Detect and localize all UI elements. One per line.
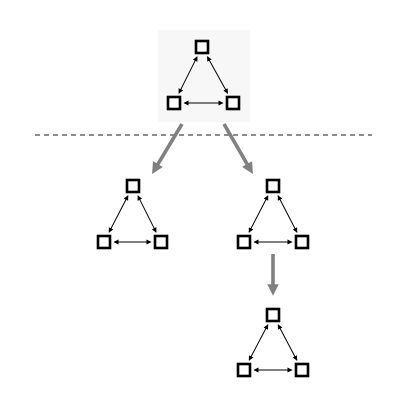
right-edge-apex-right-double-arrow: [277, 195, 298, 233]
right-node-left-square-node-icon: [236, 234, 252, 250]
top-node-apex-square-node-icon: [194, 39, 210, 55]
top-node-left-square-node-icon: [166, 95, 182, 111]
bottom-edge-apex-left-double-arrow: [248, 324, 269, 361]
bottom-node-right-square-node-icon: [294, 362, 310, 378]
bottom-edge-apex-right-double-arrow: [277, 324, 298, 361]
triangle-group-left: [96, 178, 169, 250]
left-node-apex-square-node-icon: [125, 178, 141, 194]
flow-arrow-top-to-left: [152, 123, 184, 174]
bottom-node-apex-square-node-icon: [265, 307, 281, 323]
triangle-groups-layer: [96, 39, 310, 378]
top-node-right-square-node-icon: [225, 95, 241, 111]
triangle-group-bottom: [236, 307, 310, 378]
top-edge-apex-right-double-arrow: [206, 56, 229, 94]
left-node-left-square-node-icon: [96, 234, 112, 250]
flow-arrow-top-to-right: [222, 123, 253, 174]
left-edge-apex-left-double-arrow: [108, 195, 129, 233]
left-edge-apex-right-double-arrow: [137, 195, 157, 233]
flow-arrows-layer: [152, 123, 279, 296]
right-edge-apex-left-double-arrow: [248, 195, 269, 233]
left-node-right-square-node-icon: [153, 234, 169, 250]
triangle-group-right: [236, 178, 310, 250]
right-node-right-square-node-icon: [294, 234, 310, 250]
bottom-node-left-square-node-icon: [236, 362, 252, 378]
triangle-group-top: [166, 39, 241, 111]
right-node-apex-square-node-icon: [265, 178, 281, 194]
top-edge-apex-left-double-arrow: [178, 56, 198, 94]
